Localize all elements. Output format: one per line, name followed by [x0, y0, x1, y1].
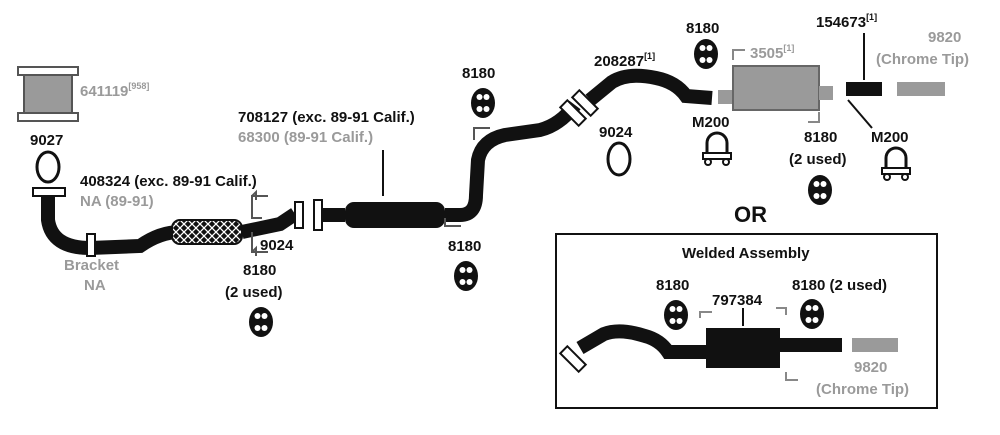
tailpipe-icon [585, 68, 713, 106]
welded-assembly-icon [558, 307, 898, 381]
hanger-rear-lower-icon [808, 175, 832, 205]
front-pipe-icon [32, 187, 299, 257]
welded-hanger-right-icon [800, 299, 824, 329]
cat-heatshield-label: 641119[958] [80, 81, 149, 100]
bracket-label-line2: NA [84, 277, 106, 294]
welded-assembly-number-label: 797384 [712, 292, 763, 309]
chrome-tip-label-line1: 9820 [928, 29, 961, 46]
clamp-1-icon [701, 131, 733, 167]
hanger-front-icon [249, 307, 273, 337]
cat-heatshield-icon [17, 66, 79, 122]
welded-chrome-tip-label-line2: (Chrome Tip) [816, 381, 909, 398]
clamp-2-icon [880, 146, 912, 182]
muffler-label: 3505[1] [750, 43, 794, 62]
welded-hanger-right-label: 8180 (2 used) [792, 277, 887, 294]
hanger-rear-top-icon [694, 39, 718, 69]
welded-chrome-tip-label-line1: 9820 [854, 359, 887, 376]
front-pipe-label-line2: NA (89-91) [80, 193, 154, 210]
hanger-front-label-line2: (2 used) [225, 284, 283, 301]
welded-hanger-left-icon [664, 300, 688, 330]
hanger-mid-top-icon [471, 88, 495, 118]
tail-extension-icon [846, 82, 882, 96]
tailpipe-label: 208287[1] [594, 51, 655, 70]
welded-assembly-title: Welded Assembly [682, 245, 810, 262]
muffler-icon [718, 49, 833, 123]
or-text: OR [734, 202, 767, 227]
clamp-2-label: M200 [871, 129, 909, 146]
rear-flange-icon [558, 88, 600, 128]
gasket-9027-icon [35, 150, 61, 184]
clamp-1-label: M200 [692, 114, 730, 131]
gasket-9027-label: 9027 [30, 132, 63, 149]
bracket-label-line1: Bracket [64, 257, 119, 274]
chrome-tip-label-line2: (Chrome Tip) [876, 51, 969, 68]
intermediate-pipe-icon [322, 100, 581, 228]
gasket-9024-rear-label: 9024 [599, 124, 633, 141]
hanger-rear-lower-label-line1: 8180 [804, 129, 837, 146]
mid-hanger-bracket-icon [444, 127, 490, 227]
intermediate-pipe-label-line1: 708127 (exc. 89-91 Calif.) [238, 109, 415, 126]
welded-hanger-left-label: 8180 [656, 277, 689, 294]
gasket-9024-front-icon [294, 201, 304, 229]
hanger-mid-bottom-icon [454, 261, 478, 291]
hanger-mid-top-label: 8180 [462, 65, 495, 82]
gasket-9024-front-label: 9024 [260, 237, 294, 254]
front-pipe-label-line1: 408324 (exc. 89-91 Calif.) [80, 173, 257, 190]
hanger-mid-bottom-label: 8180 [448, 238, 481, 255]
front-hanger-bracket-icon [251, 189, 268, 256]
hanger-front-label-line1: 8180 [243, 262, 276, 279]
chrome-tip-icon [897, 82, 945, 96]
gasket-9024-rear-icon [606, 141, 632, 177]
intermediate-pipe-label-line2: 68300 (89-91 Calif.) [238, 129, 373, 146]
hanger-rear-lower-label-line2: (2 used) [789, 151, 847, 168]
hanger-rear-top-label: 8180 [686, 20, 719, 37]
welded-assembly-box [555, 233, 938, 409]
tail-extension-label: 154673[1] [816, 12, 877, 31]
